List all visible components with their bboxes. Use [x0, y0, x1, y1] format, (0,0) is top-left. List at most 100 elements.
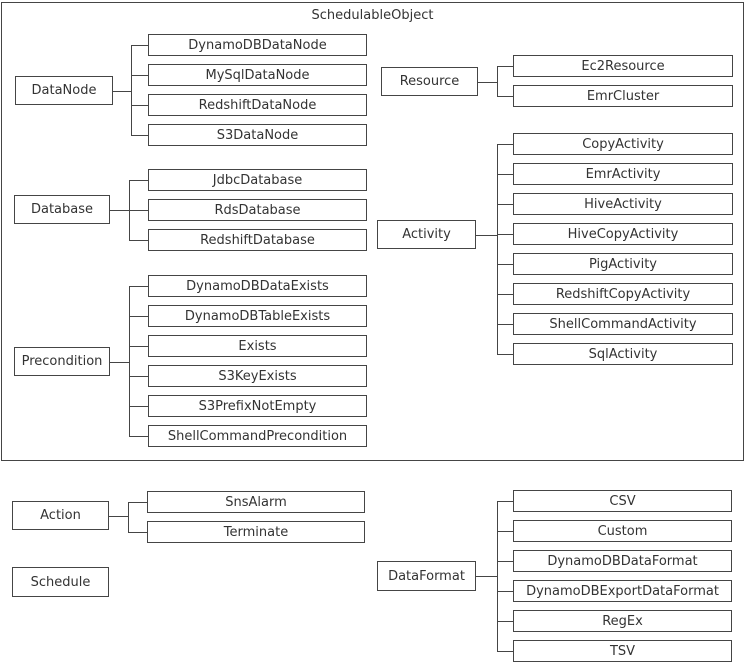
node-redshift-copy-activity: RedshiftCopyActivity: [513, 283, 733, 305]
node-rds-database-label: RdsDatabase: [214, 202, 301, 218]
connector-action-parent: [109, 516, 128, 517]
node-activity: Activity: [377, 220, 476, 249]
connector-database-child-2: [129, 240, 148, 241]
connector-precondition-child-5: [129, 436, 148, 437]
connector-datanode-trunk: [131, 45, 132, 136]
node-dynamo-dbdata-format-label: DynamoDBDataFormat: [547, 553, 698, 569]
node-s3-prefix-not-empty-label: S3PrefixNotEmpty: [198, 398, 317, 414]
connector-precondition-child-4: [129, 406, 148, 407]
connector-resource-child-1: [497, 96, 513, 97]
node-hive-copy-activity: HiveCopyActivity: [513, 223, 733, 245]
node-hive-activity: HiveActivity: [513, 193, 733, 215]
connector-activity-child-7: [497, 354, 513, 355]
connector-activity-child-2: [497, 204, 513, 205]
connector-precondition-parent: [110, 362, 129, 363]
node-pig-activity: PigActivity: [513, 253, 733, 275]
connector-dataformat-trunk: [497, 501, 498, 652]
connector-database-child-1: [129, 210, 148, 211]
node-exists: Exists: [148, 335, 367, 357]
node-dynamo-dbexport-data-format: DynamoDBExportDataFormat: [513, 580, 732, 602]
connector-dataformat-parent: [476, 576, 497, 577]
node-resource-label: Resource: [399, 74, 460, 89]
node-custom: Custom: [513, 520, 732, 542]
node-csv-label: CSV: [609, 493, 636, 509]
node-action: Action: [12, 501, 109, 530]
node-rds-database: RdsDatabase: [148, 199, 367, 221]
node-tsv: TSV: [513, 640, 732, 662]
connector-dataformat-child-0: [497, 501, 513, 502]
connector-dataformat-child-3: [497, 591, 513, 592]
node-s3-key-exists-label: S3KeyExists: [218, 368, 297, 384]
connector-activity-child-0: [497, 144, 513, 145]
connector-datanode-child-0: [131, 45, 148, 46]
connector-precondition-trunk: [129, 286, 130, 437]
connector-resource-parent: [478, 82, 497, 83]
connector-datanode-child-2: [131, 105, 148, 106]
connector-precondition-child-3: [129, 376, 148, 377]
connector-activity-child-6: [497, 324, 513, 325]
node-database: Database: [14, 195, 110, 224]
node-action-label: Action: [40, 508, 81, 523]
connector-dataformat-child-5: [497, 651, 513, 652]
node-shell-command-activity: ShellCommandActivity: [513, 313, 733, 335]
node-jdbc-database: JdbcDatabase: [148, 169, 367, 191]
node-ec2-resource-label: Ec2Resource: [581, 58, 665, 74]
connector-dataformat-child-2: [497, 561, 513, 562]
node-custom-label: Custom: [597, 523, 648, 539]
node-tsv-label: TSV: [609, 643, 636, 659]
connector-resource-trunk: [497, 66, 498, 97]
connector-dataformat-child-4: [497, 621, 513, 622]
node-sql-activity: SqlActivity: [513, 343, 733, 365]
node-activity-label: Activity: [402, 227, 451, 242]
node-hive-copy-activity-label: HiveCopyActivity: [567, 226, 679, 242]
node-terminate: Terminate: [147, 521, 365, 543]
node-precondition: Precondition: [14, 347, 110, 376]
node-hive-activity-label: HiveActivity: [584, 196, 662, 212]
node-reg-ex-label: RegEx: [602, 613, 643, 629]
node-terminate-label: Terminate: [223, 524, 289, 540]
node-jdbc-database-label: JdbcDatabase: [212, 172, 303, 188]
connector-resource-child-0: [497, 66, 513, 67]
node-copy-activity: CopyActivity: [513, 133, 733, 155]
node-sns-alarm-label: SnsAlarm: [225, 494, 287, 510]
connector-activity-child-5: [497, 294, 513, 295]
connector-activity-child-1: [497, 174, 513, 175]
node-my-sql-data-node: MySqlDataNode: [148, 64, 367, 86]
connector-datanode-child-3: [131, 135, 148, 136]
schedulable-object-container: SchedulableObject: [1, 2, 744, 461]
connector-activity-trunk: [497, 144, 498, 355]
connector-database-parent: [110, 210, 129, 211]
node-reg-ex: RegEx: [513, 610, 732, 632]
node-dynamo-dbdata-exists-label: DynamoDBDataExists: [186, 278, 329, 294]
node-ec2-resource: Ec2Resource: [513, 55, 733, 77]
connector-precondition-child-2: [129, 346, 148, 347]
connector-activity-child-4: [497, 264, 513, 265]
node-resource: Resource: [381, 67, 478, 96]
node-sns-alarm: SnsAlarm: [147, 491, 365, 513]
node-emr-activity-label: EmrActivity: [585, 166, 661, 182]
node-dynamo-dbdata-node-label: DynamoDBDataNode: [188, 37, 327, 53]
node-shell-command-activity-label: ShellCommandActivity: [549, 316, 697, 332]
node-precondition-label: Precondition: [21, 354, 103, 369]
node-copy-activity-label: CopyActivity: [582, 136, 664, 152]
node-shell-command-precondition-label: ShellCommandPrecondition: [167, 428, 348, 444]
node-dynamo-dbdata-exists: DynamoDBDataExists: [148, 275, 367, 297]
node-s3-prefix-not-empty: S3PrefixNotEmpty: [148, 395, 367, 417]
node-exists-label: Exists: [238, 338, 277, 354]
node-csv: CSV: [513, 490, 732, 512]
connector-precondition-child-1: [129, 316, 148, 317]
connector-action-trunk: [128, 502, 129, 533]
node-dynamo-dbtable-exists-label: DynamoDBTableExists: [184, 308, 331, 324]
node-my-sql-data-node-label: MySqlDataNode: [205, 67, 310, 83]
node-emr-cluster: EmrCluster: [513, 85, 733, 107]
node-dynamo-dbdata-node: DynamoDBDataNode: [148, 34, 367, 56]
connector-activity-parent: [476, 235, 497, 236]
connector-action-child-0: [128, 502, 147, 503]
node-s3-data-node-label: S3DataNode: [216, 127, 299, 143]
connector-activity-child-3: [497, 234, 513, 235]
connector-dataformat-child-1: [497, 531, 513, 532]
node-emr-activity: EmrActivity: [513, 163, 733, 185]
node-pig-activity-label: PigActivity: [588, 256, 658, 272]
connector-datanode-parent: [113, 91, 131, 92]
